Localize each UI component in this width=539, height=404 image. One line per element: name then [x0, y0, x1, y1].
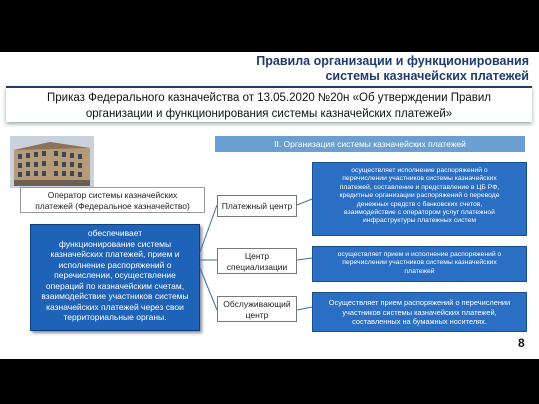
title-line-2: системы казначейских платежей [325, 69, 529, 83]
specialization-center-description: осуществляет прием и исполнение распоряж… [312, 246, 527, 282]
slide: Правила организации и функционирования с… [0, 52, 539, 359]
duty-line: взаимодействие участников системы [41, 291, 189, 301]
desc-line: инфраструктуры платежных систем [362, 217, 476, 225]
duty-line: операций по казначейским счетам, [45, 280, 185, 291]
desc-line: участников системы казначейских платежей… [342, 307, 497, 317]
desc-line: составленных на бумажных носителях. [352, 317, 487, 326]
page-number: 8 [518, 336, 525, 350]
duty-line: функционирование системы [58, 238, 172, 249]
service-center-label-1: Обслуживающий [223, 299, 291, 309]
operator-line-2: платежей (Федеральное казначейство) [35, 201, 190, 211]
desc-line: перечислении участников системы казначей… [342, 175, 497, 183]
desc-line: перечислении участников системы казначей… [342, 259, 497, 267]
duty-line: казначейских платежей, прием и [50, 249, 180, 259]
operator-duties-box: обеспечивает функционирование системы ка… [30, 224, 200, 331]
section-banner: II. Организация системы казначейских пла… [215, 136, 525, 152]
payment-center-box: Платежный центр [217, 195, 297, 217]
desc-line: кредитные организации распоряжений о пер… [339, 192, 500, 200]
service-center-description: Осуществляет прием распоряжений о перечи… [312, 292, 527, 332]
slide-title: Правила организации и функционирования с… [199, 54, 529, 84]
service-center-label-2: центр [245, 310, 269, 320]
header-line-2: организации и функционирования системы к… [85, 108, 453, 120]
duty-line: территориальные органы. [63, 312, 167, 322]
duty-line: перечислении, осуществление [54, 270, 176, 280]
desc-line: платежей, составление и представление в … [339, 183, 500, 191]
payment-center-description: осуществляет исполнение распоряжений о п… [312, 162, 527, 236]
desc-line: осуществляет исполнение распоряжений о [351, 167, 488, 174]
specialization-center-label-1: Центр [244, 251, 270, 261]
order-header: Приказ Федерального казначейства от 13.0… [6, 86, 532, 122]
duty-line: обеспечивает [87, 228, 143, 238]
specialization-center-box: Центр специализации [217, 248, 297, 274]
duty-line: казначейских платежей через свои [46, 301, 184, 312]
desc-line: взаимодействие с оператором услуг платеж… [344, 209, 495, 217]
service-center-box: Обслуживающий центр [217, 296, 297, 322]
building-image [10, 136, 94, 188]
payment-center-label: Платежный центр [221, 201, 293, 211]
header-line-1: Приказ Федерального казначейства от 13.0… [46, 92, 492, 104]
desc-line: денежных средств с банковских счетов, [356, 200, 483, 208]
duty-line: исполнение распоряжений о [58, 259, 172, 270]
operator-line-1: Оператор системы казначейских [47, 190, 178, 200]
desc-line: Осуществляет прием распоряжений о перечи… [328, 298, 511, 307]
title-line-1: Правила организации и функционирования [256, 54, 529, 68]
specialization-center-label-2: специализации [226, 262, 288, 272]
operator-box: Оператор системы казначейских платежей (… [20, 187, 205, 213]
desc-line: платежей [404, 267, 435, 275]
connector-lines [199, 198, 313, 311]
desc-line: осуществляет прием и исполнение распоряж… [337, 251, 502, 258]
